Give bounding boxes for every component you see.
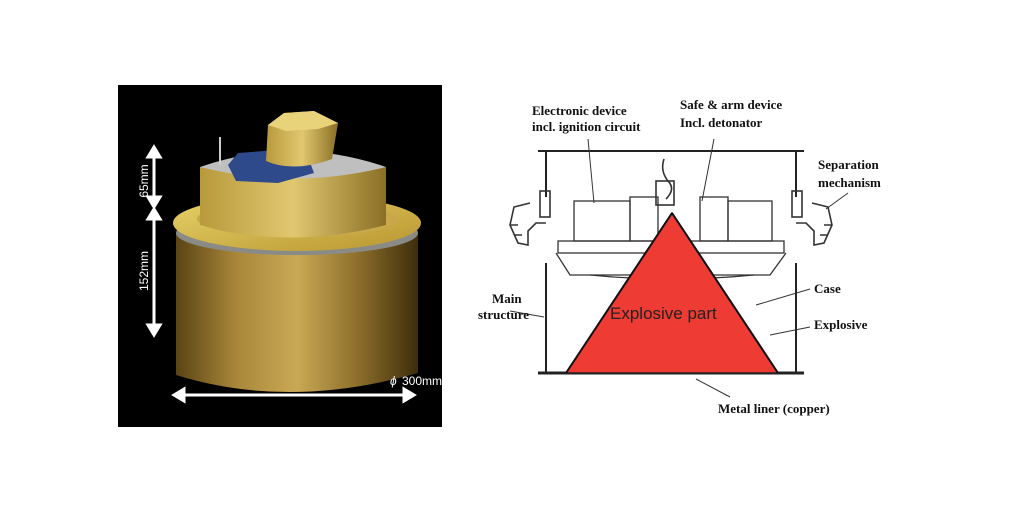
diagram-svg: Electronic device incl. ignition circuit… [478,97,881,416]
dimension-arrows [145,144,417,404]
label-safe-arm-sub: Incl. detonator [680,115,763,130]
dim-diameter-symbol: ϕ [390,374,397,388]
device-photo: 65mm 152mm ϕ 300mm [118,85,442,427]
cross-section-diagram: Electronic device incl. ignition circuit… [470,85,910,427]
dim-diameter-label: 300mm [402,374,442,388]
metal-liner-edge-right [671,212,779,374]
label-case: Case [814,281,841,296]
device-render: 65mm 152mm ϕ 300mm [137,111,442,404]
label-safe-arm: Safe & arm device [680,97,782,112]
separation-mechanism [509,190,833,246]
dim-height-body-label: 152mm [137,251,151,291]
detonator-cable [655,158,675,206]
label-explosive: Explosive [814,317,868,332]
label-electronic-device-sub: incl. ignition circuit [532,119,641,134]
label-main-structure-sub: structure [478,307,529,322]
label-metal-liner: Metal liner (copper) [718,401,830,416]
dim-height-top-label: 65mm [137,164,151,197]
explosive-cone [564,211,780,374]
metal-liner-edge [565,212,673,374]
leader-lines [509,138,849,398]
label-main-structure: Main [492,291,522,306]
label-electronic-device: Electronic device [532,103,627,118]
label-separation: Separation [818,157,879,172]
upper-module [200,111,386,238]
label-explosive-part: Explosive part [610,304,717,323]
label-separation-sub: mechanism [818,175,881,190]
